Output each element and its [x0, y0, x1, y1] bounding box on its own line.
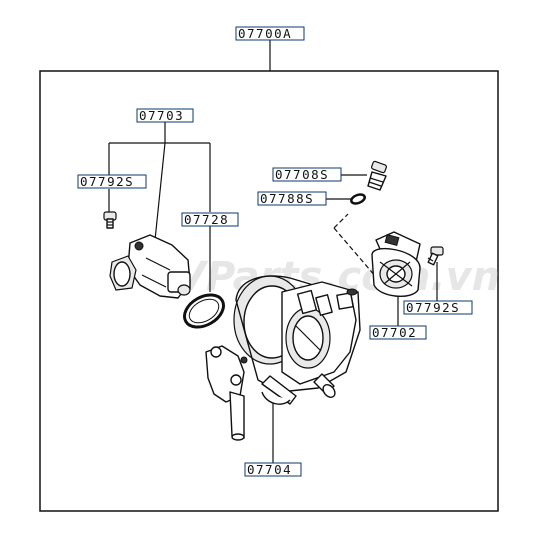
svg-text:07704: 07704: [247, 462, 292, 477]
leader-lines: [108, 40, 438, 463]
svg-text:07708S: 07708S: [275, 167, 329, 182]
plug-icon: [367, 160, 387, 191]
label-assembly: 07700A: [235, 26, 305, 41]
bolt-left-icon: [103, 211, 117, 229]
label-plug: 07708S: [272, 167, 342, 182]
svg-text:07700A: 07700A: [238, 26, 292, 41]
label-o-ring: 07728: [181, 212, 239, 227]
assembly-frame: [39, 70, 499, 512]
svg-text:07703: 07703: [139, 108, 184, 123]
svg-text:07728: 07728: [184, 212, 229, 227]
label-throttle-body: 07704: [244, 462, 302, 477]
throttle-body-icon: [205, 275, 361, 441]
label-small-o-ring: 07788S: [257, 191, 327, 206]
idle-control-valve-icon: [109, 234, 191, 299]
label-position-sensor: 07702: [369, 325, 427, 340]
small-o-ring-icon: [350, 193, 366, 205]
svg-text:07792S: 07792S: [80, 174, 134, 189]
label-bolt-right: 07792S: [403, 300, 473, 315]
bolt-right-icon: [427, 246, 444, 266]
o-ring-icon: [183, 293, 225, 329]
svg-text:07792S: 07792S: [406, 300, 460, 315]
throttle-position-sensor-icon: [371, 231, 421, 297]
svg-text:07702: 07702: [372, 325, 417, 340]
svg-text:07788S: 07788S: [260, 191, 314, 206]
label-bolt-left: 07792S: [77, 174, 147, 189]
label-idle-control-valve: 07703: [136, 108, 194, 123]
